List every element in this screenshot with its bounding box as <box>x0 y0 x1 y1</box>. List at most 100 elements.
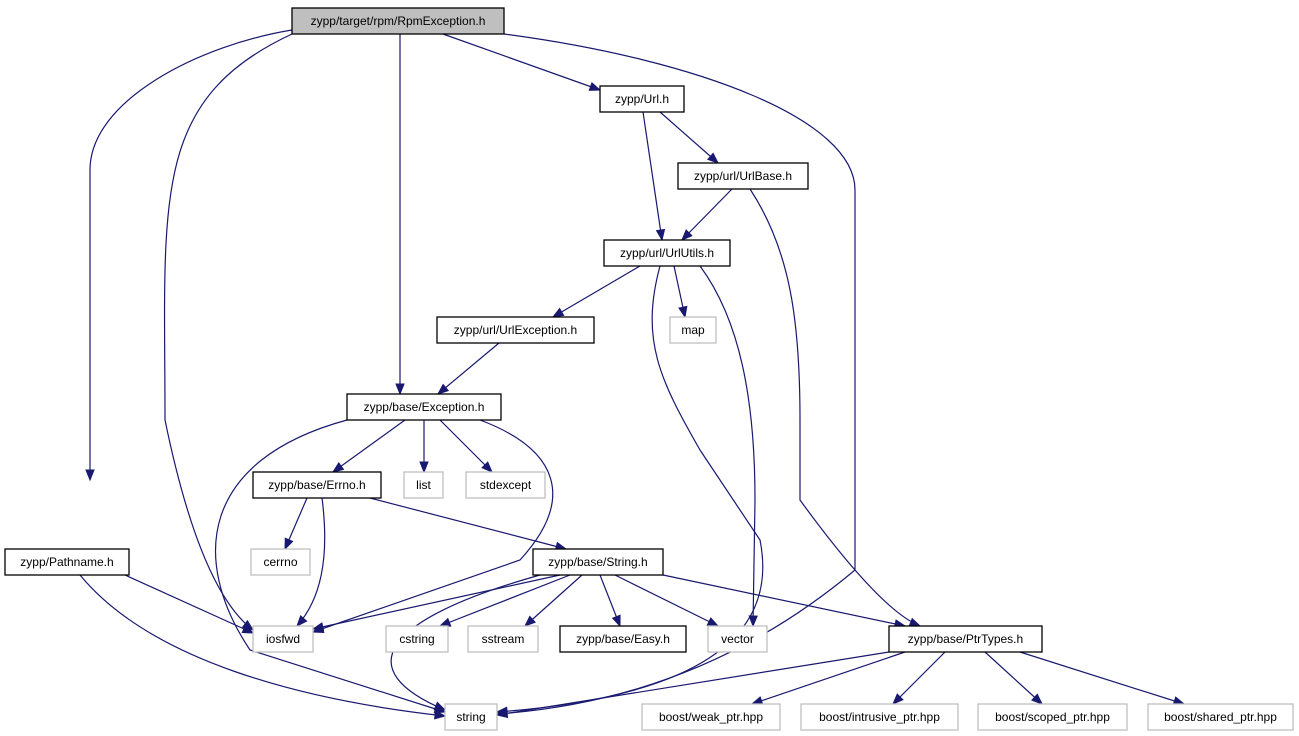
edge-errno-to-iosfwd <box>296 497 326 628</box>
node-label: zypp/base/Errno.h <box>268 478 365 492</box>
node-box <box>4 548 130 576</box>
edge-line <box>496 33 856 715</box>
edge-line <box>751 651 906 705</box>
node-label: string <box>456 710 485 724</box>
node-box <box>641 703 781 731</box>
node-rpmexc[interactable]: zypp/target/rpm/RpmException.h <box>291 7 505 35</box>
edge-exception-to-iosfwd <box>311 419 554 634</box>
edge-line <box>614 574 719 627</box>
nodes-layer: zypp/target/rpm/RpmException.h zypp/Url.h… <box>4 7 1294 731</box>
node-easy[interactable]: zypp/base/Easy.h <box>559 625 687 653</box>
node-label: iosfwd <box>266 632 300 646</box>
edge-line <box>699 265 756 627</box>
edge-line <box>524 574 583 627</box>
node-errno[interactable]: zypp/base/Errno.h <box>252 471 382 499</box>
edge-line <box>496 265 764 713</box>
edge-line <box>369 497 567 550</box>
node-label: zypp/base/String.h <box>548 555 647 569</box>
node-vector: vector <box>707 625 768 653</box>
edge-string_h-to-sstream <box>523 574 583 627</box>
edge-urlutils-to-map <box>673 265 688 319</box>
arrowhead <box>331 462 345 473</box>
edge-rpmexc-to-url <box>442 33 602 91</box>
node-box <box>888 625 1043 653</box>
edge-exception-to-list <box>419 420 429 474</box>
node-weakptr: boost/weak_ptr.hpp <box>641 703 781 731</box>
edge-errno-to-cerrno <box>284 497 308 551</box>
edge-exception-to-string <box>214 419 447 714</box>
edge-line <box>437 342 500 395</box>
node-box <box>385 625 449 653</box>
node-box <box>977 703 1128 731</box>
arrowhead <box>706 617 720 627</box>
edge-string_h-to-cstring <box>438 574 571 627</box>
arrowhead <box>433 701 447 711</box>
node-urlutils[interactable]: zypp/url/UrlUtils.h <box>603 239 731 267</box>
node-box <box>291 7 505 35</box>
node-urlbase[interactable]: zypp/url/UrlBase.h <box>677 162 809 190</box>
edge-line <box>749 188 921 627</box>
edge-rpmexc-to-iosfwd <box>163 33 293 631</box>
arrowhead <box>655 228 666 242</box>
edge-line <box>892 651 946 705</box>
edge-line <box>659 111 719 164</box>
arrowhead <box>311 622 325 632</box>
edge-rpmexc-to-string <box>495 33 856 719</box>
node-pathname[interactable]: zypp/Pathname.h <box>4 548 130 576</box>
edge-line <box>496 651 890 716</box>
arrowhead <box>523 615 536 627</box>
node-label: boost/intrusive_ptr.hpp <box>819 710 940 724</box>
node-label: zypp/url/UrlUtils.h <box>620 246 714 260</box>
edge-line <box>124 574 254 634</box>
arrowhead <box>284 537 294 551</box>
edge-ptrtypes-to-weakptr <box>750 651 906 706</box>
node-label: zypp/base/Easy.h <box>576 632 670 646</box>
edge-urlutils-to-vector <box>699 265 758 628</box>
edge-line <box>642 111 663 241</box>
node-scopedptr: boost/scoped_ptr.hpp <box>977 703 1128 731</box>
node-label: zypp/url/UrlException.h <box>454 323 577 337</box>
edge-rpmexc-to-pathname <box>85 29 293 482</box>
node-list: list <box>403 471 444 499</box>
arrowhead <box>438 617 452 627</box>
node-label: vector <box>721 632 754 646</box>
node-ptrtypes[interactable]: zypp/base/PtrTypes.h <box>888 625 1043 653</box>
edge-ptrtypes-to-string <box>495 651 890 719</box>
node-box <box>1147 703 1294 731</box>
node-label: zypp/Pathname.h <box>20 555 113 569</box>
node-stdexcept: stdexcept <box>465 471 546 499</box>
node-box <box>252 625 314 653</box>
arrowhead <box>681 229 693 241</box>
edge-line <box>662 574 906 627</box>
node-intrptr: boost/intrusive_ptr.hpp <box>800 703 959 731</box>
edge-pathname-to-string <box>79 574 447 720</box>
node-urlexc[interactable]: zypp/url/UrlException.h <box>436 316 595 344</box>
arrowhead <box>588 82 602 91</box>
edge-urlbase-to-urlutils <box>681 188 733 241</box>
edge-ptrtypes-to-sharedptr <box>1019 651 1186 706</box>
node-box <box>403 471 444 499</box>
node-string_h[interactable]: zypp/base/String.h <box>532 548 664 576</box>
node-url[interactable]: zypp/Url.h <box>599 85 685 113</box>
edge-string_h-to-ptrtypes <box>662 574 907 629</box>
node-label: zypp/Url.h <box>615 92 669 106</box>
node-box <box>599 85 685 113</box>
node-box <box>250 548 311 576</box>
arrowhead <box>678 305 688 319</box>
node-label: list <box>416 478 431 492</box>
edge-errno-to-string_h <box>369 497 568 551</box>
node-box <box>465 471 546 499</box>
edge-line <box>1019 651 1185 705</box>
node-cstring: cstring <box>385 625 449 653</box>
node-label: cstring <box>399 632 434 646</box>
edges-layer <box>79 29 1186 720</box>
node-label: boost/shared_ptr.hpp <box>1164 710 1277 724</box>
node-exception[interactable]: zypp/base/Exception.h <box>346 393 502 421</box>
node-box <box>346 393 502 421</box>
arrowhead <box>436 383 450 395</box>
edge-urlexc-to-exception <box>436 342 500 395</box>
node-label: sstream <box>482 632 525 646</box>
edge-line <box>439 574 571 627</box>
edge-line <box>89 29 293 480</box>
